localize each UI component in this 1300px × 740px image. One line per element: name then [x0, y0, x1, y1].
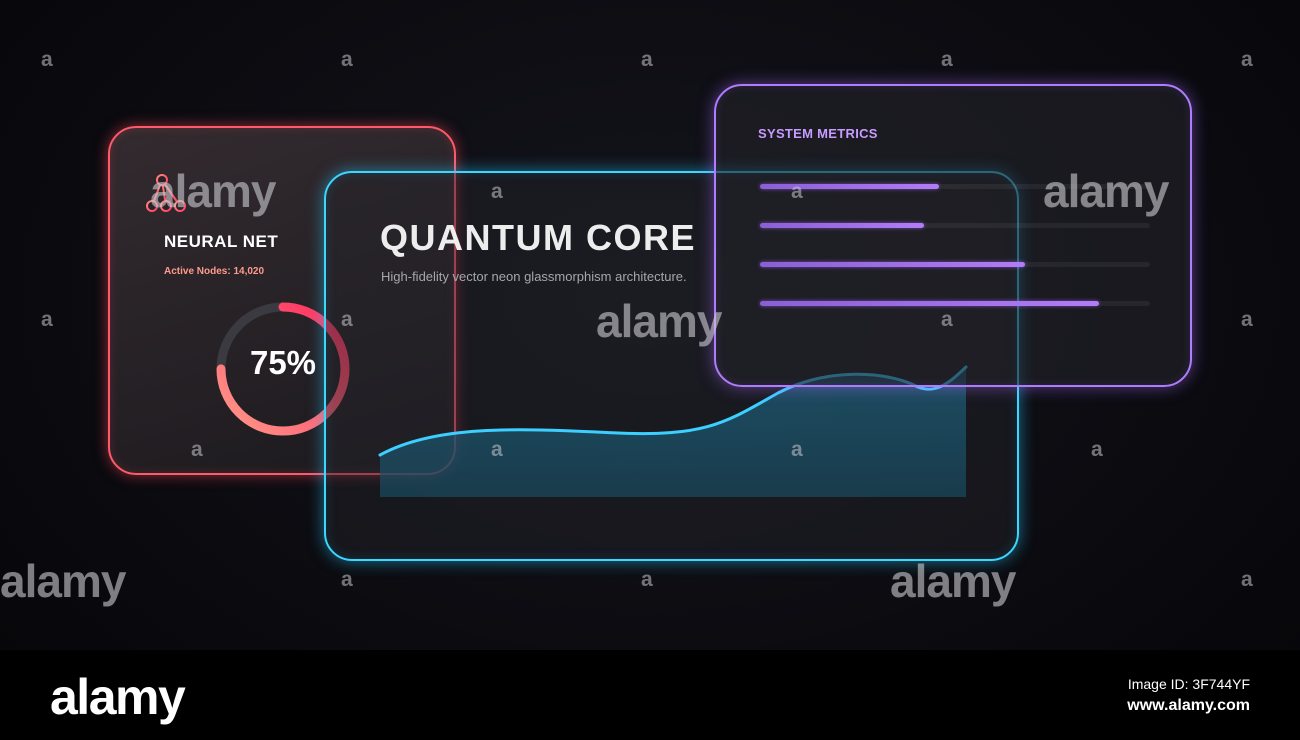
- node-network-icon: [146, 174, 186, 212]
- site-url: www.alamy.com: [1127, 697, 1250, 714]
- quantum-core-title: QUANTUM CORE: [380, 217, 696, 258]
- area-chart-fill: [380, 367, 966, 497]
- metric-bar-4-fill: [760, 301, 1100, 306]
- active-nodes-label: Active Nodes: 14,020: [164, 266, 265, 277]
- watermark-logo: alamy: [150, 165, 276, 217]
- metric-bar-3-fill: [760, 262, 1026, 267]
- system-metrics-card: SYSTEM METRICS: [714, 84, 1192, 387]
- watermark-letter: a: [791, 438, 803, 461]
- neural-net-card: NEURAL NET Active Nodes: 14,020 75%: [108, 126, 456, 475]
- watermark-letter: a: [641, 568, 653, 591]
- progress-ring: [216, 302, 350, 436]
- watermark-letter: a: [41, 308, 53, 331]
- metric-bar-1: [760, 184, 1150, 189]
- watermark-letter: a: [341, 308, 353, 331]
- watermark-letter: a: [1241, 308, 1253, 331]
- watermark-letter: a: [41, 48, 53, 71]
- metric-bar-2: [760, 223, 1150, 228]
- watermark-letter: a: [1241, 48, 1253, 71]
- area-chart-line: [378, 365, 968, 457]
- watermark-letter: a: [191, 438, 203, 461]
- watermark-letter: a: [941, 48, 953, 71]
- system-metrics-title: SYSTEM METRICS: [758, 126, 878, 141]
- watermark-letter: a: [341, 48, 353, 71]
- watermark-letter: a: [1091, 438, 1103, 461]
- watermark-letter: a: [1241, 568, 1253, 591]
- neural-net-title: NEURAL NET: [164, 232, 279, 251]
- quantum-core-subtitle: High-fidelity vector neon glassmorphism …: [381, 269, 687, 284]
- watermark-letter: a: [791, 180, 803, 203]
- watermark-letter: a: [941, 308, 953, 331]
- area-chart: [378, 365, 968, 497]
- metric-bar-3: [760, 262, 1150, 267]
- watermark-logo: alamy: [0, 555, 126, 607]
- metric-bar-2-fill: [760, 223, 924, 228]
- progress-ring-fill: [216, 302, 350, 436]
- watermark-letter: a: [341, 568, 353, 591]
- watermark-logo: alamy: [596, 295, 722, 347]
- image-id-label: Image ID: 3F744YF: [1127, 676, 1250, 692]
- metric-bar-4: [760, 301, 1150, 306]
- gauge-percentage: 75%: [249, 344, 317, 381]
- watermark-letter: a: [491, 438, 503, 461]
- watermark-logo: alamy: [890, 555, 1016, 607]
- watermark-letter: a: [641, 48, 653, 71]
- watermark-letter: a: [491, 180, 503, 203]
- watermark-logo: alamy: [1043, 165, 1169, 217]
- metric-bar-1-fill: [760, 184, 940, 189]
- alamy-logo: alamy: [50, 669, 186, 725]
- scene: NEURAL NET Active Nodes: 14,020 75% QUAN…: [0, 48, 1253, 607]
- footer-bar: alamy Image ID: 3F744YF www.alamy.com: [0, 650, 1300, 740]
